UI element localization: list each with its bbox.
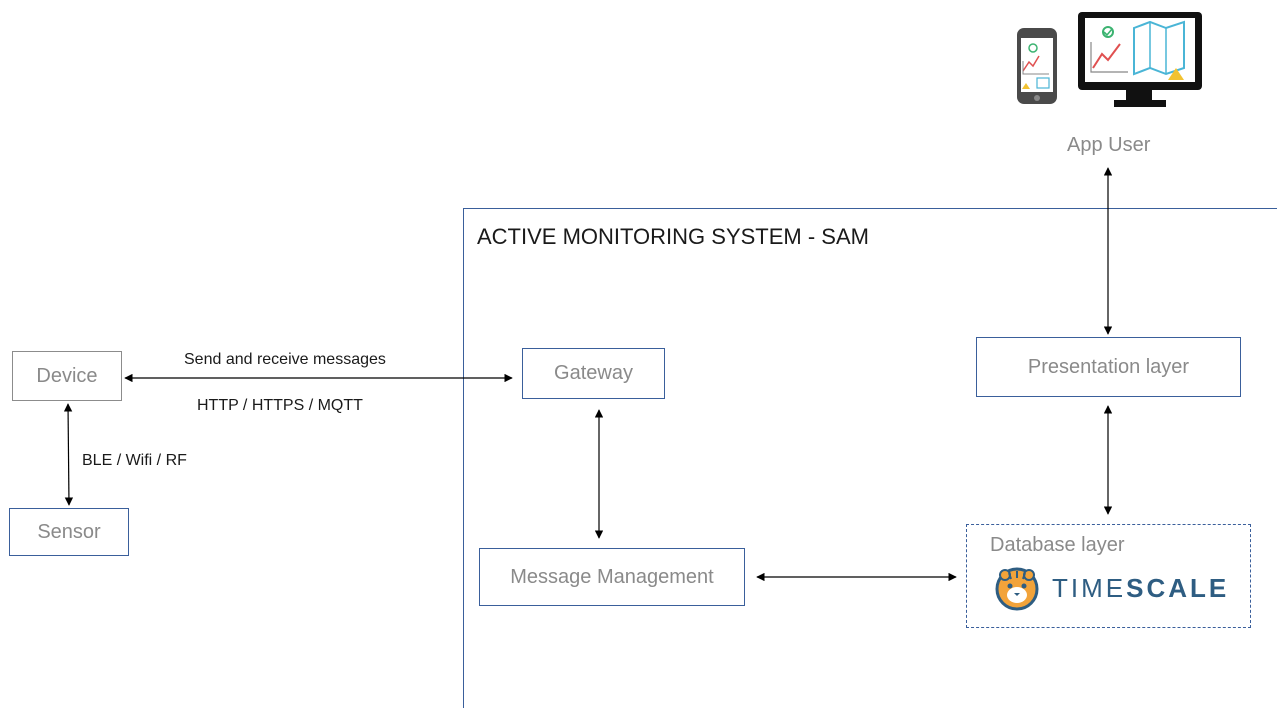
connectors-layer	[63, 167, 1113, 582]
database-layer-node	[966, 524, 1251, 628]
desktop-monitor-icon	[1078, 12, 1202, 107]
sensor-label: Sensor	[37, 520, 101, 543]
device-label: Device	[36, 364, 98, 387]
presentation-layer-label: Presentation layer	[1027, 355, 1190, 378]
database-layer-label: Database layer	[990, 534, 1125, 556]
device-gateway-bottom-label: HTTP / HTTPS / MQTT	[197, 397, 363, 414]
smartphone-icon	[1017, 28, 1057, 104]
system-boundary	[463, 208, 1277, 708]
timescale-word-scale: SCALE	[1126, 573, 1230, 603]
system-title: ACTIVE MONITORING SYSTEM - SAM	[477, 224, 869, 249]
gateway-node: Gateway	[522, 348, 665, 399]
app-user-label: App User	[1067, 134, 1151, 156]
message-management-label: Message Management	[510, 565, 714, 588]
presentation-layer-node: Presentation layer	[976, 337, 1241, 397]
device-node: Device	[12, 351, 122, 401]
timescale-word-time: TIME	[1052, 573, 1127, 603]
timescale-wordmark: TIMESCALE	[1052, 573, 1229, 604]
sensor-node: Sensor	[9, 508, 129, 556]
timescale-tiger-icon	[995, 567, 1039, 611]
gateway-label: Gateway	[554, 362, 633, 384]
message-management-node: Message Management	[479, 548, 745, 606]
device-sensor-label: BLE / Wifi / RF	[82, 452, 187, 469]
device-gateway-top-label: Send and receive messages	[184, 351, 386, 368]
device-sensor-arrow	[63, 403, 74, 506]
